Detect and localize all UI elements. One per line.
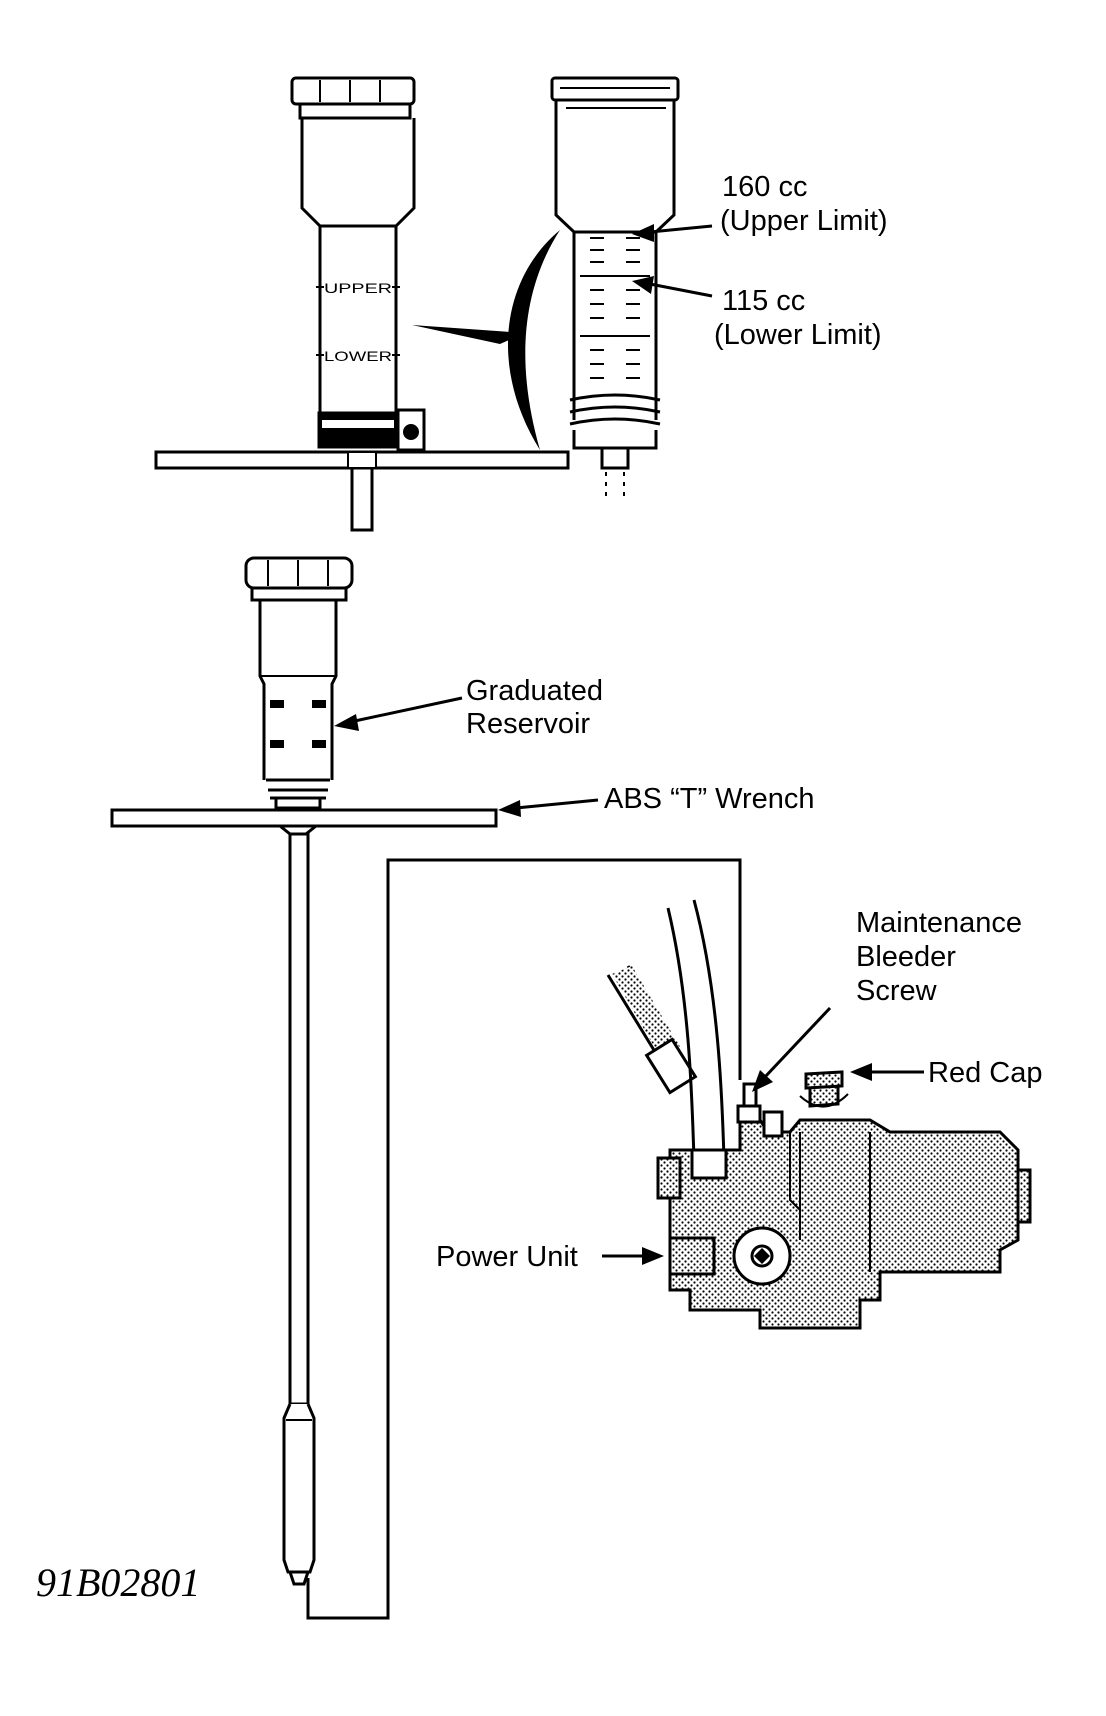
lower-mark-label: LOWER xyxy=(324,348,392,364)
abs-t-wrench-label: ABS “T” Wrench xyxy=(604,783,815,815)
bleeder-line2: Bleeder xyxy=(856,941,956,973)
upper-mark-label: UPPER xyxy=(324,280,392,296)
upper-limit-text: (Upper Limit) xyxy=(720,205,888,237)
power-unit xyxy=(606,899,1032,1330)
bleeder-screw-leader xyxy=(762,1006,832,1080)
bleeder-line3: Screw xyxy=(856,975,938,1007)
graduated-reservoir-line2: Reservoir xyxy=(466,708,590,740)
lower-limit-value: 115 cc xyxy=(722,285,805,317)
graduated-reservoir-line1: Graduated xyxy=(466,675,603,707)
red-cap xyxy=(799,1070,849,1108)
bleeder-line1: Maintenance xyxy=(856,907,1022,939)
red-cap-label: Red Cap xyxy=(928,1057,1042,1089)
wrench-leader xyxy=(515,798,599,810)
power-unit-label: Power Unit xyxy=(436,1241,578,1273)
enlarged-reservoir xyxy=(550,76,680,500)
reservoir-leader xyxy=(349,696,463,724)
bleed-hose-outline xyxy=(306,858,742,1620)
upper-limit-value: 160 cc xyxy=(722,171,807,203)
top-reservoir-assembly xyxy=(154,76,570,532)
figure-code: 91B02801 xyxy=(36,1560,200,1605)
limit-arrows xyxy=(632,224,713,298)
wrench-assembly xyxy=(110,556,498,1586)
magnifier-callout xyxy=(507,230,560,450)
lower-limit-text: (Lower Limit) xyxy=(714,319,882,351)
